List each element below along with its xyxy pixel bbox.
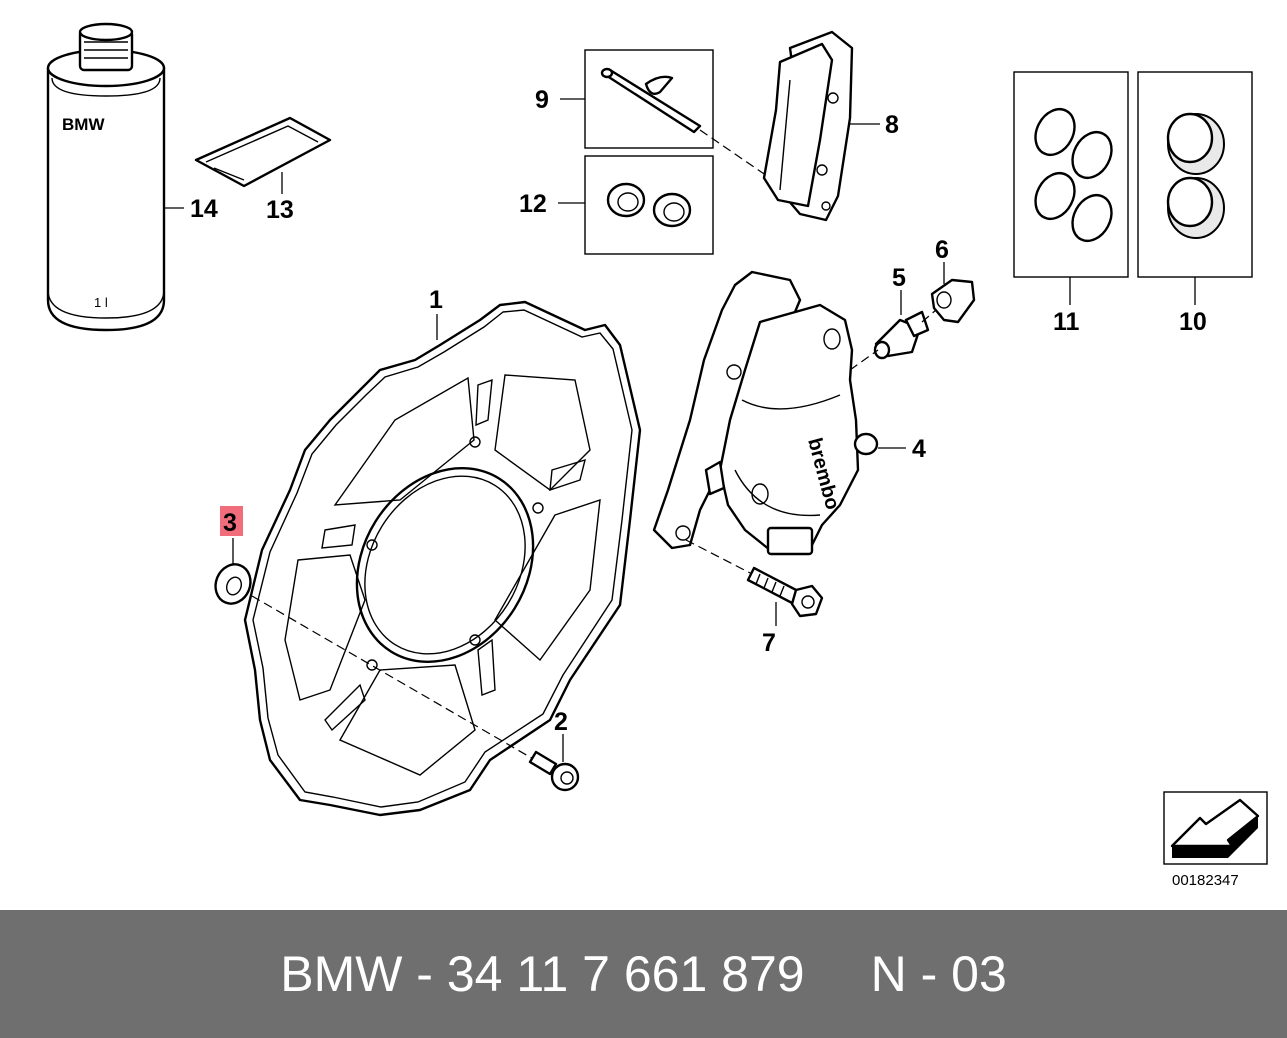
callout-11: 11: [1053, 308, 1080, 336]
caliper-seal-icon: [606, 182, 692, 228]
seal-rings-icon: [1034, 107, 1113, 243]
callout-13: 13: [266, 196, 294, 224]
callout-5: 5: [892, 264, 906, 292]
callout-14: 14: [190, 195, 218, 223]
brake-caliper-icon: brembo: [652, 270, 879, 556]
disc-bolt-icon: [528, 750, 580, 792]
callout-3: 3: [223, 509, 237, 537]
bleeder-valve-icon: [873, 310, 930, 360]
callout-12: 12: [519, 190, 547, 218]
seal-box: [584, 155, 714, 255]
callout-1: 1: [429, 286, 443, 314]
grease-sachet-icon: [194, 116, 332, 188]
caliper-bolt-icon: [746, 566, 824, 618]
callout-8: 8: [885, 111, 899, 139]
highlight-marker: [220, 506, 243, 536]
callout-6: 6: [935, 236, 949, 264]
brake-fluid-can-icon: BMW 1 l: [46, 22, 166, 332]
callout-9: 9: [535, 86, 549, 114]
brake-disc-icon: [243, 300, 642, 817]
can-volume-label: 1 l: [94, 295, 108, 310]
position-code: N - 03: [870, 946, 1007, 1002]
direction-arrow-icon: [1163, 791, 1268, 865]
callout-10: 10: [1179, 308, 1207, 336]
parts-diagram: BMW 1 l 14 13 9 12 8: [46, 22, 1268, 889]
callout-4: 4: [912, 435, 926, 463]
callout-2: 2: [554, 708, 568, 736]
washer-icon: [214, 563, 252, 605]
reference-number: 00182347: [1172, 872, 1239, 889]
caliper-piston-icon: [1166, 112, 1225, 239]
part-number-footer: BMW - 34 11 7 661 879 N - 03: [0, 910, 1287, 1038]
can-brand-label: BMW: [62, 115, 105, 134]
pad-pin-icon: [600, 67, 702, 134]
callout-7: 7: [762, 629, 776, 657]
brake-pads-icon: [762, 30, 854, 222]
seal-kit-box: [1013, 71, 1129, 278]
part-number: BMW - 34 11 7 661 879: [280, 946, 805, 1002]
bleeder-cap-icon: [930, 278, 976, 324]
